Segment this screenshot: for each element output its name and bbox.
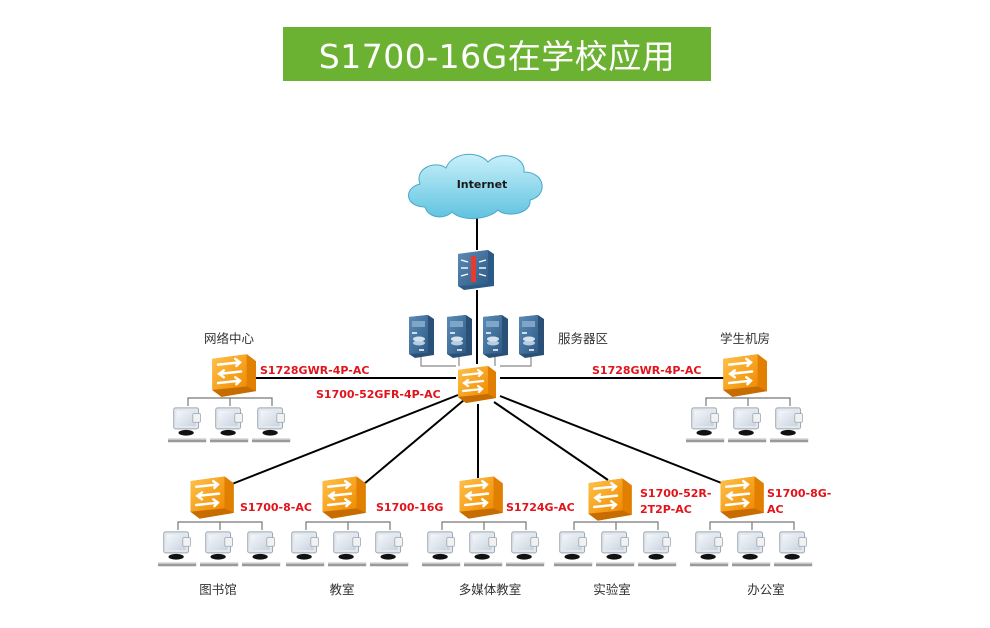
server-icon — [482, 314, 509, 359]
computer-icon — [596, 531, 635, 567]
access-site-label: 多媒体教室 — [459, 582, 522, 597]
lan-bus-line — [441, 521, 527, 530]
computer-icon — [638, 531, 677, 567]
server-area-label: 服务器区 — [558, 331, 608, 346]
network-center: 网络中心 S1728GWR-4P-AC — [168, 331, 369, 443]
switch-icon — [719, 475, 765, 520]
access-site-label: 实验室 — [593, 582, 631, 597]
access-site: S1700-16G 教室 — [286, 475, 443, 597]
title-banner: S1700-16G在学校应用 — [283, 27, 711, 81]
access-model-line: S1700-16G — [376, 501, 443, 514]
computer-icon — [732, 531, 771, 567]
server-uplinks — [420, 356, 532, 367]
computer-icon — [286, 531, 325, 567]
lan-bus-line — [177, 521, 263, 530]
server-area: 服务器区 — [408, 314, 608, 359]
server-icon — [408, 314, 435, 359]
student-lab-label: 学生机房 — [720, 331, 770, 346]
computer-icon — [370, 531, 409, 567]
computer-icon — [242, 531, 281, 567]
page-title: S1700-16G在学校应用 — [318, 37, 676, 76]
access-site-label: 图书馆 — [199, 582, 237, 597]
lan-bus-line — [709, 521, 795, 530]
switch-icon — [211, 352, 258, 398]
server-icon — [518, 314, 545, 359]
access-model-line: S1700-8G- — [767, 487, 831, 500]
pc-group — [286, 521, 409, 567]
computer-icon — [686, 407, 725, 443]
internet-node: Internet — [408, 153, 543, 219]
switch-icon — [456, 364, 498, 405]
access-site: S1700-52R- 2T2P-AC 实验室 — [554, 477, 711, 597]
computer-icon — [200, 531, 239, 567]
access-model-line: AC — [767, 503, 784, 516]
computer-icon — [770, 407, 809, 443]
access-site-label: 办公室 — [747, 582, 785, 597]
access-model-line: 2T2P-AC — [640, 503, 692, 516]
link-core-lab — [493, 401, 609, 481]
computer-icon — [168, 407, 207, 443]
access-site: S1724G-AC 多媒体教室 — [422, 475, 575, 597]
computer-icon — [422, 531, 461, 567]
server-icon — [446, 314, 473, 359]
core-switch: S1700-52GFR-4P-AC — [316, 364, 498, 405]
access-model-line: S1724G-AC — [506, 501, 575, 514]
lan-bus-line — [187, 397, 273, 406]
pc-group — [554, 521, 677, 567]
cloud-icon — [408, 153, 543, 219]
computer-icon — [728, 407, 767, 443]
lan-bus-line — [305, 521, 391, 530]
access-model-line: S1700-8-AC — [240, 501, 312, 514]
network-center-model: S1728GWR-4P-AC — [260, 364, 369, 377]
pc-group — [686, 397, 809, 443]
access-site-label: 教室 — [329, 582, 354, 597]
link-core-library — [231, 394, 459, 485]
internet-label: Internet — [457, 178, 508, 191]
access-model-line: S1700-52R- — [640, 487, 711, 500]
lan-bus-line — [705, 397, 791, 406]
computer-icon — [554, 531, 593, 567]
switch-icon — [189, 475, 235, 520]
computer-icon — [252, 407, 291, 443]
firewall-icon — [458, 250, 494, 290]
student-lab-model: S1728GWR-4P-AC — [592, 364, 701, 377]
lan-bus-line — [573, 521, 659, 530]
pc-group — [690, 521, 813, 567]
link-core-office — [499, 395, 725, 485]
network-center-label: 网络中心 — [204, 331, 255, 346]
pc-group — [422, 521, 545, 567]
switch-icon — [721, 352, 769, 398]
access-site: S1700-8-AC 图书馆 — [158, 475, 312, 597]
computer-icon — [690, 531, 729, 567]
computer-icon — [328, 531, 367, 567]
links — [231, 200, 726, 485]
pc-group — [168, 397, 291, 443]
core-switch-model: S1700-52GFR-4P-AC — [316, 388, 441, 401]
switch-icon — [587, 477, 633, 522]
computer-icon — [506, 531, 545, 567]
computer-icon — [210, 407, 249, 443]
student-lab: 学生机房 S1728GWR-4P-AC — [592, 331, 809, 443]
computer-icon — [158, 531, 197, 567]
switch-icon — [321, 475, 367, 520]
link-core-classroom — [363, 399, 465, 485]
pc-group — [158, 521, 281, 567]
switch-icon — [458, 475, 504, 520]
access-site: S1700-8G- AC 办公室 — [690, 475, 831, 597]
firewall-node — [458, 250, 494, 290]
computer-icon — [464, 531, 503, 567]
computer-icon — [774, 531, 813, 567]
